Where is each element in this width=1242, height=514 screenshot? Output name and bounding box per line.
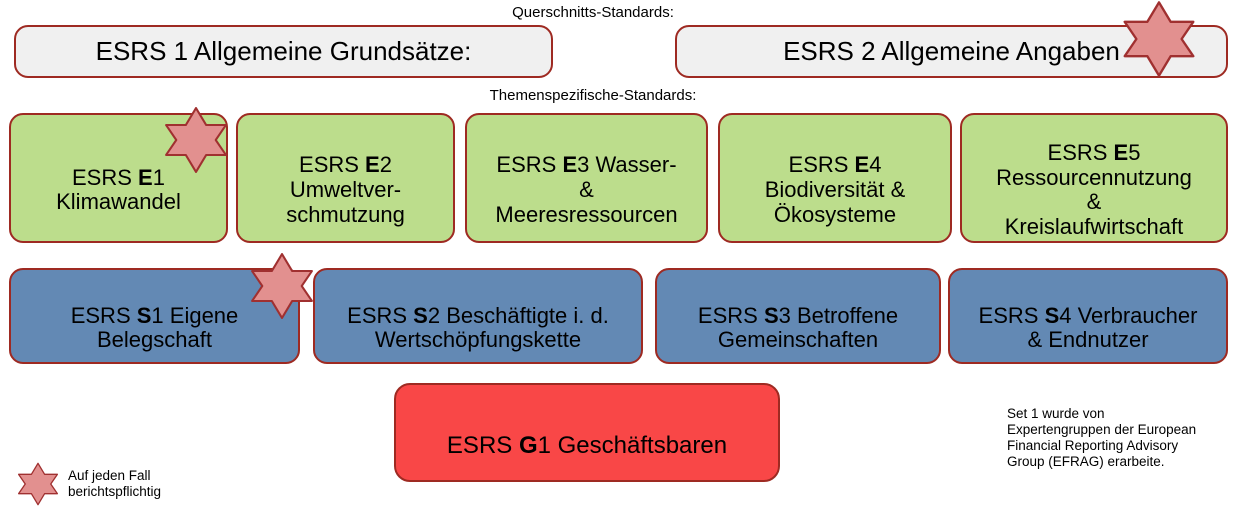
esrs-s1-rest: 1 Eigene Belegschaft: [97, 302, 239, 353]
esrs-s4-prefix: ESRS: [978, 302, 1045, 328]
standard-box-esrs-1[interactable]: ESRS 1 Allgemeine Grundsätze:: [14, 25, 553, 78]
standard-box-esrs-s2[interactable]: ESRS S2 Beschäftigte i. d. Wertschöpfung…: [313, 268, 643, 364]
standard-label-esrs-1: ESRS 1 Allgemeine Grundsätze:: [95, 35, 472, 66]
esrs-e2-prefix: ESRS: [299, 152, 366, 178]
esrs-s2-rest: 2 Beschäftigte i. d. Wertschöpfungskette: [374, 302, 609, 353]
standard-box-esrs-e3[interactable]: ESRS E3 Wasser- & Meeresressourcen: [465, 113, 708, 243]
standard-label-esrs-s2: ESRS S2 Beschäftigte i. d. Wertschöpfung…: [347, 279, 609, 353]
standard-label-esrs-s3: ESRS S3 Betroffene Gemeinschaften: [698, 279, 898, 353]
esrs-e1-prefix: ESRS: [72, 164, 139, 190]
esrs-e5-code: E: [1113, 140, 1129, 166]
esrs-s2-code: S: [413, 302, 428, 328]
standard-label-esrs-s1: ESRS S1 Eigene Belegschaft: [71, 279, 239, 353]
standard-box-esrs-g1[interactable]: ESRS G1 Geschäftsbaren: [394, 383, 780, 482]
esrs-e2-code: E: [365, 152, 380, 178]
esrs-s3-code: S: [763, 302, 779, 328]
esrs-s4-code: S: [1044, 302, 1060, 328]
esrs-s3-rest: 3 Betroffene Gemeinschaften: [717, 302, 899, 353]
efrag-side-note: Set 1 wurde von Expertengruppen der Euro…: [1007, 406, 1197, 469]
esrs-e1-code: E: [138, 164, 153, 190]
esrs-e3-prefix: ESRS: [496, 152, 563, 178]
standard-box-esrs-e5[interactable]: ESRS E5 Ressourcennutzung & Kreislaufwir…: [960, 113, 1228, 243]
standard-label-esrs-g1: ESRS G1 Geschäftsbaren: [447, 406, 727, 460]
esrs-g1-code: G: [518, 431, 538, 459]
standard-box-esrs-2[interactable]: ESRS 2 Allgemeine Angaben: [675, 25, 1228, 78]
standard-label-esrs-s4: ESRS S4 Verbraucher & Endnutzer: [979, 279, 1198, 353]
esrs-e2-rest: 2 Umweltver- schmutzung: [286, 152, 405, 227]
standard-label-esrs-2: ESRS 2 Allgemeine Angaben: [783, 35, 1120, 66]
esrs-e1-rest: 1 Klimawandel: [56, 164, 181, 215]
esrs-e3-rest: 3 Wasser- & Meeresressourcen: [495, 152, 678, 227]
standard-label-esrs-e4: ESRS E4 Biodiversität & Ökosysteme: [765, 129, 906, 228]
standard-box-esrs-e1[interactable]: ESRS E1 Klimawandel: [9, 113, 228, 243]
standard-box-esrs-s1[interactable]: ESRS S1 Eigene Belegschaft: [9, 268, 300, 364]
standard-label-esrs-e2: ESRS E2 Umweltver- schmutzung: [286, 129, 405, 228]
caption-cross-standards: Querschnitts-Standards:: [512, 4, 674, 21]
esrs-e3-code: E: [562, 152, 578, 178]
standard-label-esrs-e5: ESRS E5 Ressourcennutzung & Kreislaufwir…: [996, 116, 1192, 239]
esrs-s3-prefix: ESRS: [697, 302, 764, 328]
star-icon-legend: [16, 462, 60, 506]
esrs-e4-code: E: [854, 152, 870, 178]
esrs-e4-rest: 4 Biodiversität & Ökosysteme: [764, 152, 906, 227]
esrs-g1-rest: 1 Geschäftsbaren: [537, 431, 728, 459]
standard-box-esrs-e2[interactable]: ESRS E2 Umweltver- schmutzung: [236, 113, 455, 243]
esrs-s1-prefix: ESRS: [70, 302, 137, 328]
esrs-s4-rest: 4 Verbraucher & Endnutzer: [1027, 302, 1198, 353]
standard-label-esrs-e1: ESRS E1 Klimawandel: [56, 141, 181, 215]
esrs-e5-rest: 5 Ressourcennutzung & Kreislaufwirtschaf…: [996, 140, 1192, 239]
esrs-e4-prefix: ESRS: [788, 152, 855, 178]
legend: Auf jeden Fall berichtspflichtig: [16, 462, 161, 506]
caption-topic-standards: Themenspezifische-Standards:: [489, 87, 697, 104]
standard-label-esrs-e3: ESRS E3 Wasser- & Meeresressourcen: [495, 129, 677, 228]
esrs-g1-prefix: ESRS: [446, 431, 519, 459]
esrs-e5-prefix: ESRS: [1047, 140, 1114, 166]
esrs-s2-prefix: ESRS: [347, 302, 414, 328]
standard-box-esrs-e4[interactable]: ESRS E4 Biodiversität & Ökosysteme: [718, 113, 952, 243]
legend-label: Auf jeden Fall berichtspflichtig: [68, 468, 162, 499]
standard-box-esrs-s3[interactable]: ESRS S3 Betroffene Gemeinschaften: [655, 268, 941, 364]
standard-box-esrs-s4[interactable]: ESRS S4 Verbraucher & Endnutzer: [948, 268, 1228, 364]
esrs-s1-code: S: [136, 302, 152, 328]
